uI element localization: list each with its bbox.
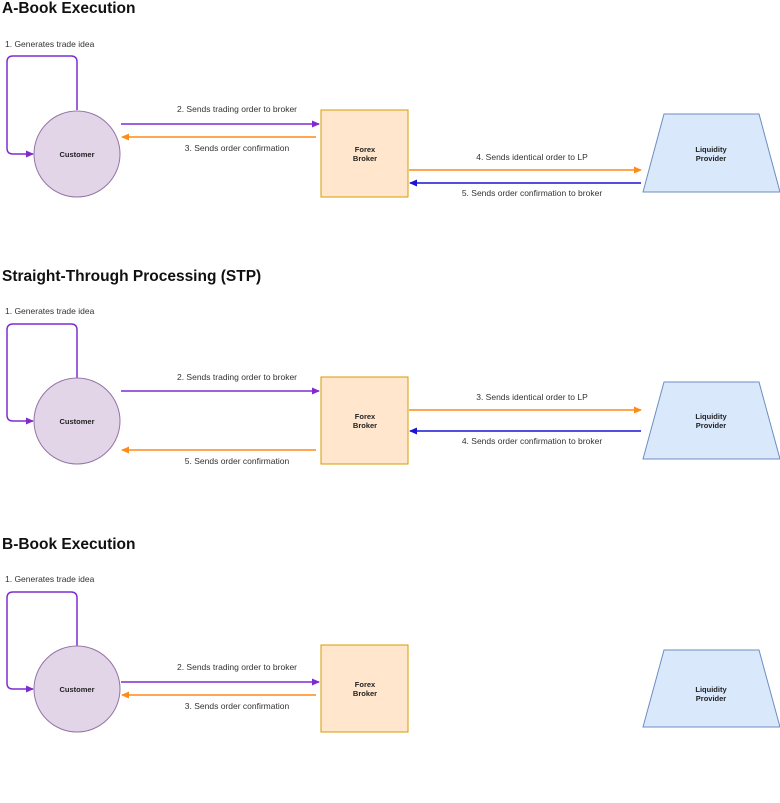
broker-node[interactable] xyxy=(320,109,409,198)
loop-arrow xyxy=(6,55,78,158)
customer-label: Customer xyxy=(59,417,94,426)
lp-label-line1: Liquidity xyxy=(695,412,727,421)
loop-label: 1. Generates trade idea xyxy=(5,306,95,316)
section-title: B-Book Execution xyxy=(2,536,136,553)
arrow-label: 2. Sends trading order to broker xyxy=(177,662,297,672)
loop-arrow xyxy=(6,323,78,425)
liquidity-provider-node[interactable] xyxy=(642,381,780,460)
broker-label-line1: Forex xyxy=(355,680,376,689)
arrow-label: 3. Sends identical order to LP xyxy=(476,392,588,402)
loop-arrow xyxy=(6,591,78,693)
lp-label-line2: Provider xyxy=(696,694,727,703)
customer-label: Customer xyxy=(59,150,94,159)
broker-label-line1: Forex xyxy=(355,145,376,154)
arrow-label: 3. Sends order confirmation xyxy=(185,701,290,711)
stp-diagram: 1. Generates trade idea Customer Forex B… xyxy=(5,306,780,466)
lp-label-line1: Liquidity xyxy=(695,685,727,694)
arrow-label: 5. Sends order confirmation to broker xyxy=(462,188,602,198)
b-book-diagram: 1. Generates trade idea Customer Forex B… xyxy=(5,574,780,733)
liquidity-provider-node[interactable] xyxy=(642,649,780,728)
broker-label-line2: Broker xyxy=(353,421,377,430)
section-b-book: B-Book Execution 1. Generates trade idea… xyxy=(0,536,780,803)
lp-label-line2: Provider xyxy=(696,154,727,163)
customer-node[interactable] xyxy=(33,110,121,198)
loop-label: 1. Generates trade idea xyxy=(5,39,95,49)
section-title: Straight-Through Processing (STP) xyxy=(2,268,262,285)
section-stp: Straight-Through Processing (STP) 1. Gen… xyxy=(0,268,780,535)
customer-node[interactable] xyxy=(33,377,121,465)
broker-node[interactable] xyxy=(320,644,409,733)
arrow-label: 5. Sends order confirmation xyxy=(185,456,290,466)
customer-node[interactable] xyxy=(33,645,121,733)
arrow-label: 4. Sends identical order to LP xyxy=(476,152,588,162)
arrow-label: 2. Sends trading order to broker xyxy=(177,372,297,382)
broker-label-line2: Broker xyxy=(353,154,377,163)
arrow-label: 3. Sends order confirmation xyxy=(185,143,290,153)
section-a-book: A-Book Execution 1. Generates trade idea… xyxy=(0,0,780,267)
broker-label-line1: Forex xyxy=(355,412,376,421)
customer-label: Customer xyxy=(59,685,94,694)
loop-label: 1. Generates trade idea xyxy=(5,574,95,584)
a-book-diagram: 1. Generates trade idea Customer Forex B… xyxy=(5,39,780,198)
liquidity-provider-node[interactable] xyxy=(642,113,780,193)
arrow-label: 4. Sends order confirmation to broker xyxy=(462,436,602,446)
lp-label-line1: Liquidity xyxy=(695,145,727,154)
section-title: A-Book Execution xyxy=(2,0,136,17)
lp-label-line2: Provider xyxy=(696,421,727,430)
arrow-label: 2. Sends trading order to broker xyxy=(177,104,297,114)
broker-node[interactable] xyxy=(320,376,409,465)
broker-label-line2: Broker xyxy=(353,689,377,698)
